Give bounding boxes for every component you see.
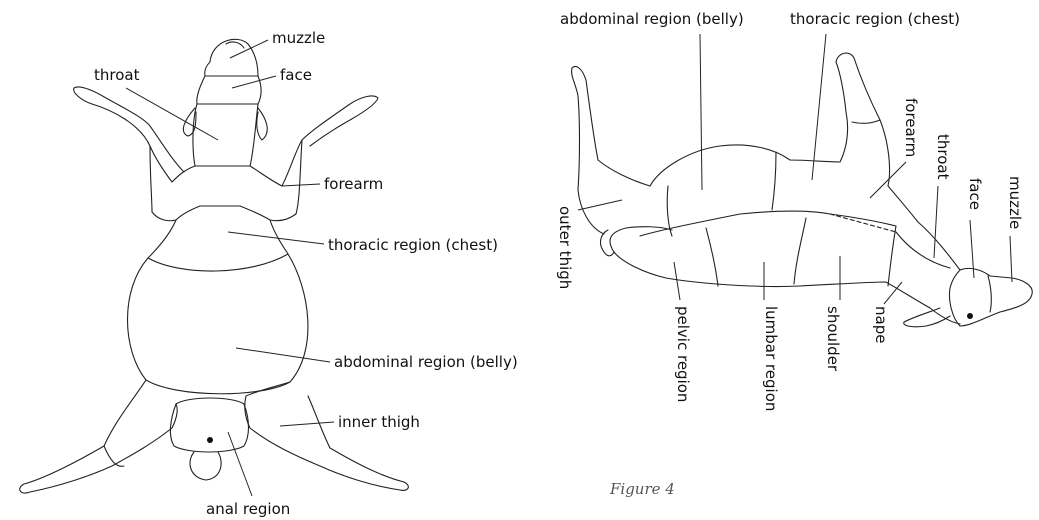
- ventral-labels: muzzle throat face forearm thoracic regi…: [94, 29, 518, 518]
- ventral-chest-outline: [148, 206, 288, 271]
- label-lateral-shoulder: shoulder: [824, 306, 842, 372]
- label-lateral-throat: throat: [934, 134, 952, 180]
- label-ventral-anal: anal region: [206, 500, 290, 518]
- label-ventral-face: face: [280, 66, 312, 84]
- ventral-throat-outline: [193, 104, 258, 166]
- label-ventral-inner-thigh: inner thigh: [338, 413, 420, 431]
- lateral-labels-rotated-cw: forearm throat face muzzle outer thigh p…: [556, 98, 1024, 411]
- label-lateral-forearm: forearm: [902, 98, 920, 157]
- label-lateral-muzzle: muzzle: [1006, 176, 1024, 229]
- lateral-belly-line: [614, 252, 930, 308]
- label-ventral-forearm: forearm: [324, 175, 383, 193]
- ventral-belly-outline: [128, 254, 308, 394]
- label-lateral-nape: nape: [872, 306, 890, 343]
- label-ventral-abdominal: abdominal region (belly): [334, 353, 518, 371]
- label-ventral-thoracic: thoracic region (chest): [328, 236, 498, 254]
- ventral-face-outline: [197, 76, 261, 104]
- ventral-anal-outline: [170, 398, 248, 452]
- lateral-back-line: [650, 112, 848, 186]
- lateral-labels-horizontal: abdominal region (belly) thoracic region…: [560, 10, 960, 28]
- label-lateral-face: face: [966, 178, 984, 210]
- ventral-left-hindleg: [20, 380, 177, 493]
- label-lateral-abdominal: abdominal region (belly): [560, 10, 744, 28]
- lateral-hindleg: [572, 67, 604, 235]
- label-ventral-muzzle: muzzle: [272, 29, 325, 47]
- lateral-head: [949, 268, 1032, 326]
- ventral-right-hindleg: [245, 382, 409, 490]
- label-lateral-outer-thigh: outer thigh: [556, 206, 574, 289]
- label-lateral-thoracic: thoracic region (chest): [790, 10, 960, 28]
- figure-caption: Figure 4: [609, 480, 675, 498]
- label-lateral-lumbar: lumbar region: [762, 306, 780, 411]
- ventral-right-foreleg: [250, 96, 378, 186]
- lateral-view-drawing: [572, 53, 1033, 327]
- label-lateral-pelvic: pelvic region: [674, 306, 692, 402]
- ventral-left-foreleg: [74, 87, 195, 182]
- ventral-leader-lines: [126, 40, 334, 496]
- label-ventral-throat: throat: [94, 66, 140, 84]
